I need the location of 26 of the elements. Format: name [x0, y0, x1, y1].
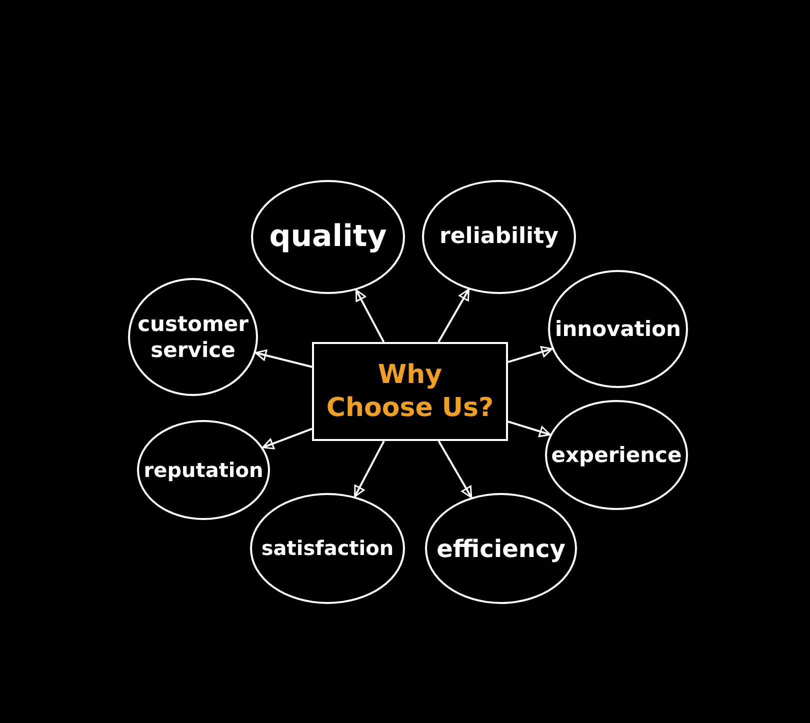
ellipse-node: [548, 270, 688, 388]
node-label: satisfaction: [260, 536, 395, 561]
ellipse-node: [545, 400, 688, 510]
node-label: quality: [268, 218, 388, 256]
ellipse-node: [128, 278, 258, 396]
ellipse-node: [251, 180, 405, 294]
heading: Why Choose Us?: [325, 359, 495, 424]
arrow: [508, 346, 553, 364]
node-label: customer service: [136, 310, 250, 364]
arrow: [355, 289, 385, 342]
arrow: [254, 350, 312, 368]
ellipse-node: [422, 180, 576, 294]
node-label: reliability: [438, 223, 560, 251]
node-label: reputation: [142, 458, 264, 482]
ellipse-node: [425, 493, 577, 604]
ellipse-node: [137, 420, 270, 520]
arrow: [438, 288, 470, 342]
node-label: experience: [550, 442, 683, 468]
arrow: [438, 440, 472, 498]
node-label: innovation: [554, 316, 682, 342]
node-label: efficiency: [436, 534, 566, 564]
ellipse-node: [250, 493, 405, 604]
arrow: [354, 440, 385, 498]
central-box: [312, 342, 508, 441]
arrow: [262, 428, 312, 450]
arrow: [508, 420, 551, 438]
